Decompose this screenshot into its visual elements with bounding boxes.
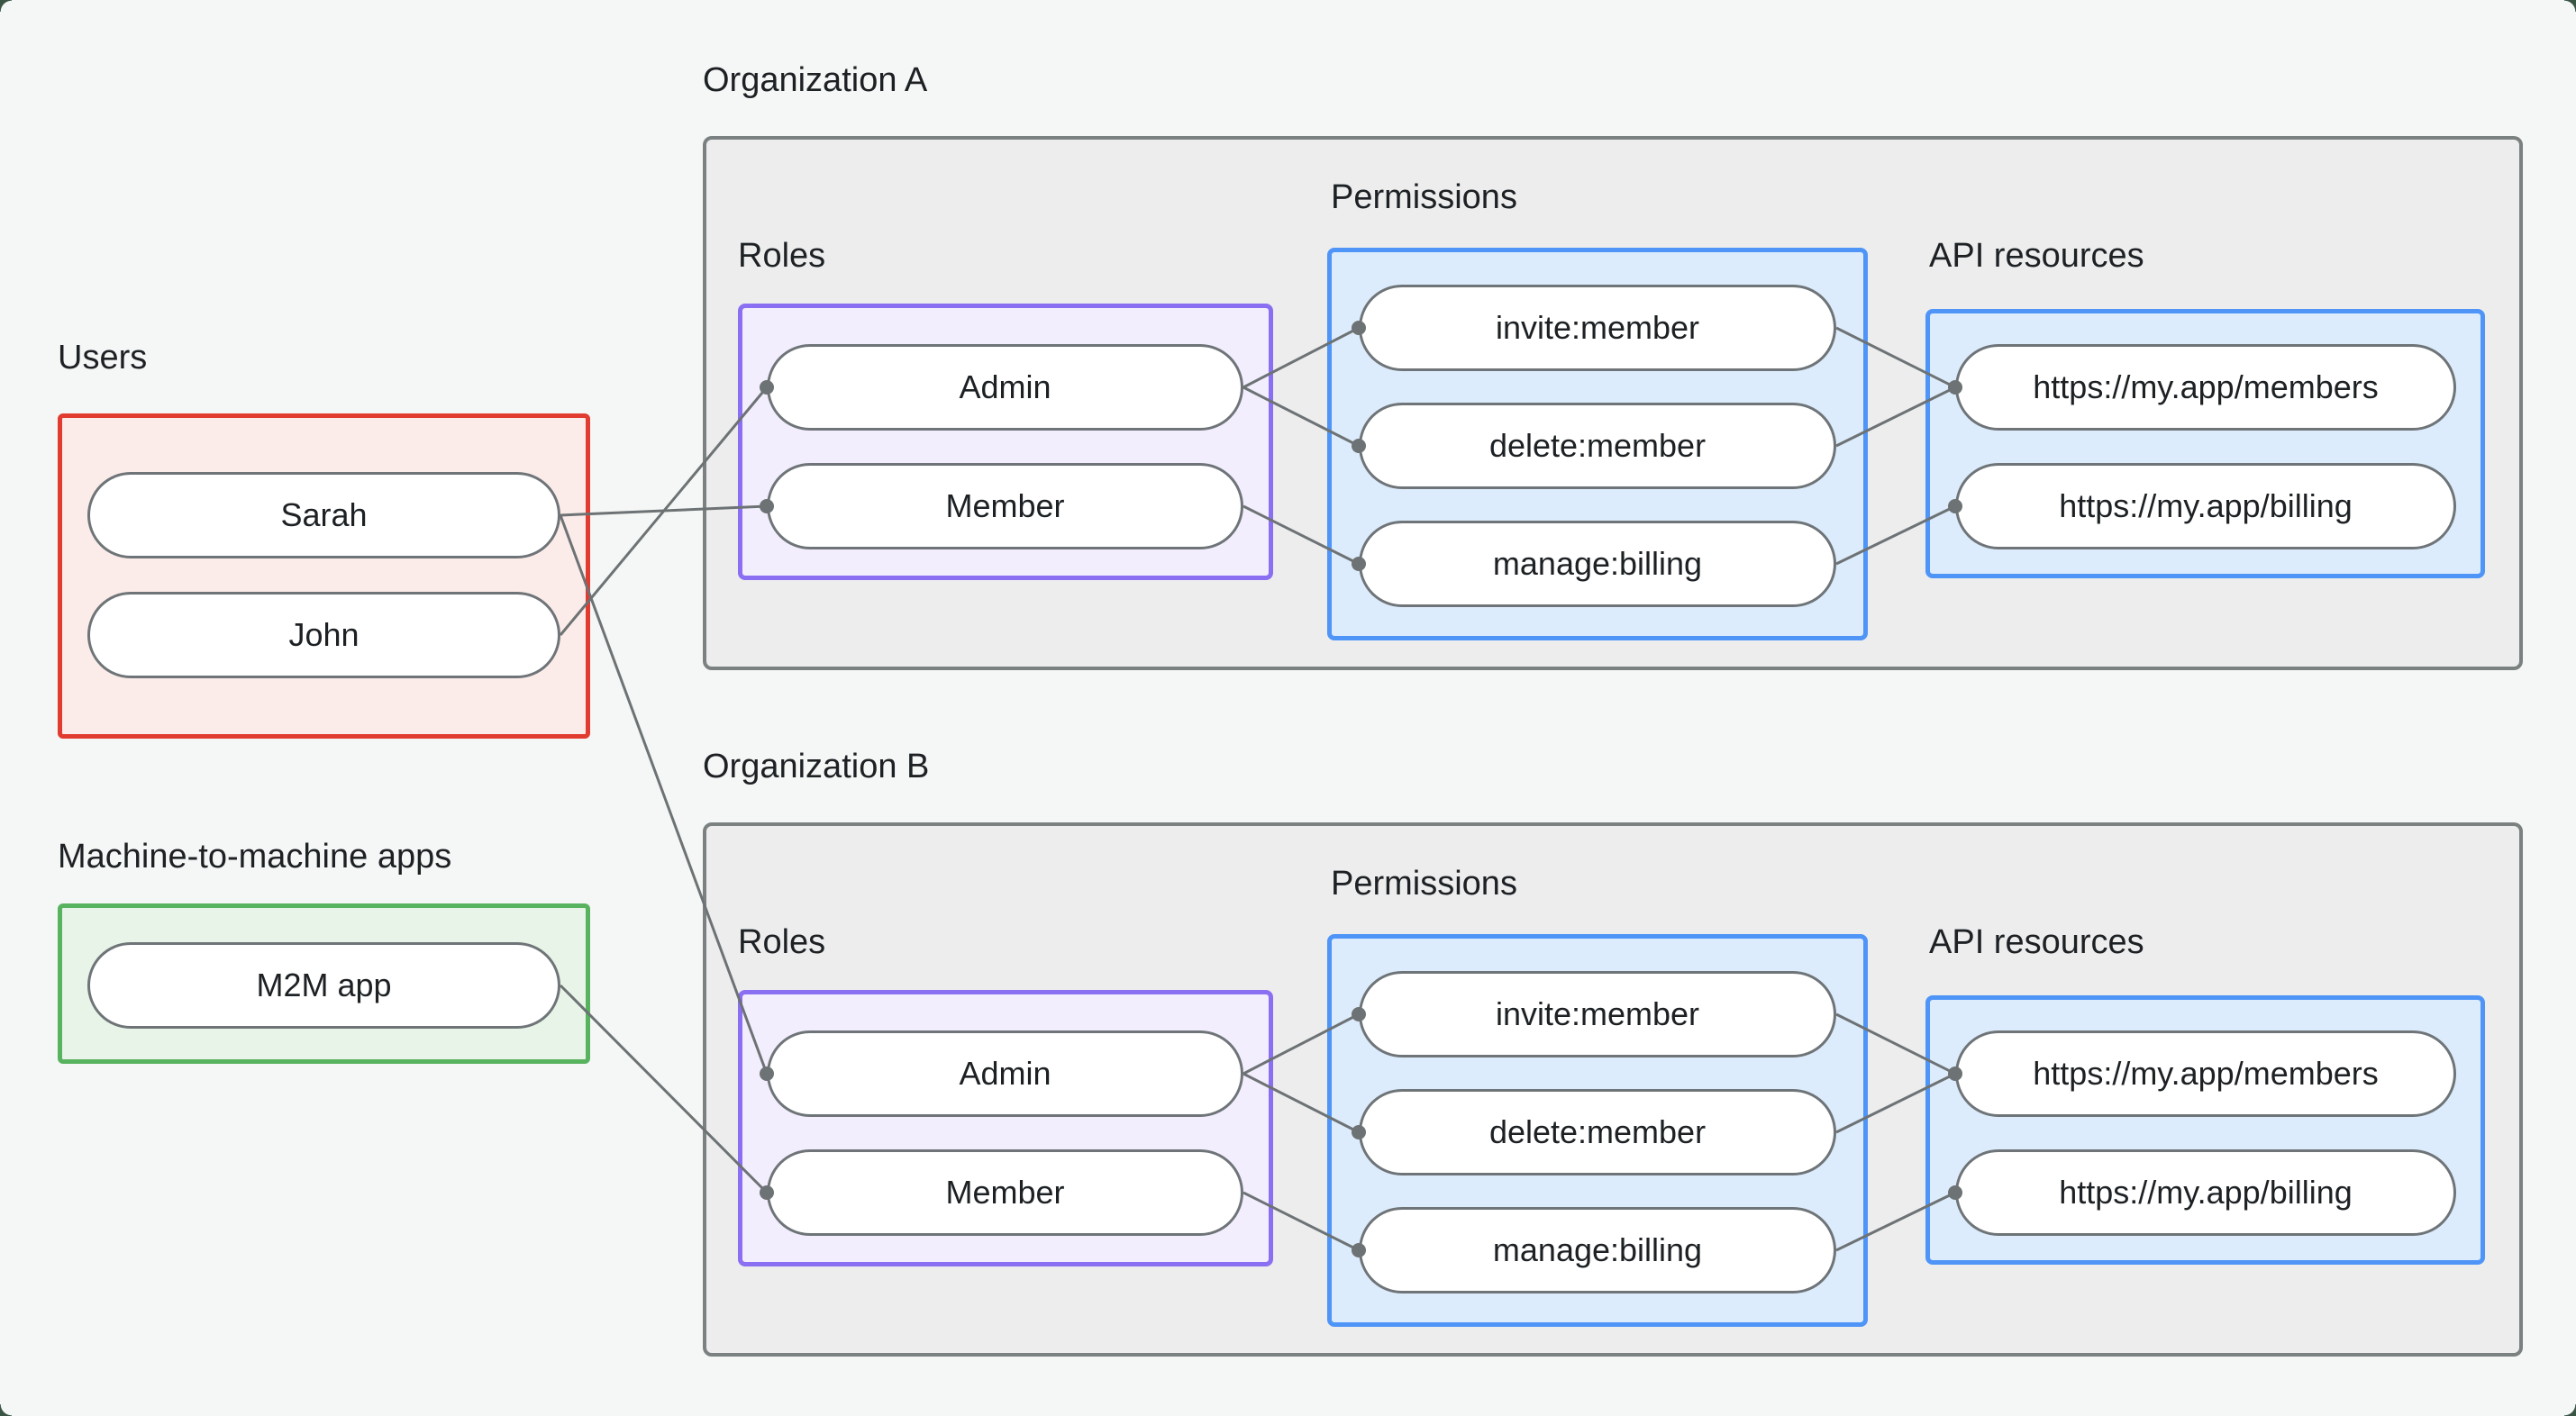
users-group-label: Users (58, 339, 148, 377)
node-orga-api-billing: https://my.app/billing (1955, 463, 2456, 549)
users-group-box (58, 413, 590, 739)
node-orga-role-member: Member (767, 463, 1243, 549)
org-a-roles-label: Roles (738, 237, 826, 275)
corner-mark-top-right (2564, 0, 2576, 12)
node-orga-perm-delete: delete:member (1359, 403, 1836, 489)
node-orga-perm-manage: manage:billing (1359, 521, 1836, 607)
org-a-permissions-label: Permissions (1331, 178, 1517, 216)
org-a-api-resources-label: API resources (1929, 237, 2144, 275)
org-b-permissions-label: Permissions (1331, 865, 1517, 903)
node-orgb-api-members: https://my.app/members (1955, 1030, 2456, 1117)
corner-mark-top-left (0, 0, 12, 12)
node-m2m-app: M2M app (87, 942, 560, 1029)
node-orga-api-members: https://my.app/members (1955, 344, 2456, 431)
corner-mark-bottom-right (2564, 1404, 2576, 1416)
node-orgb-perm-invite: invite:member (1359, 971, 1836, 1057)
org-a-label: Organization A (703, 61, 928, 99)
node-orga-role-admin: Admin (767, 344, 1243, 431)
node-orgb-perm-manage: manage:billing (1359, 1207, 1836, 1293)
node-orgb-role-admin: Admin (767, 1030, 1243, 1117)
m2m-group-label: Machine-to-machine apps (58, 838, 452, 876)
node-orgb-role-member: Member (767, 1149, 1243, 1236)
corner-mark-bottom-left (0, 1404, 12, 1416)
org-b-label: Organization B (703, 748, 930, 785)
node-user-john: John (87, 592, 560, 678)
org-b-roles-label: Roles (738, 923, 826, 961)
node-orgb-api-billing: https://my.app/billing (1955, 1149, 2456, 1236)
node-user-sarah: Sarah (87, 472, 560, 558)
node-orgb-perm-delete: delete:member (1359, 1089, 1836, 1175)
org-b-api-resources-label: API resources (1929, 923, 2144, 961)
node-orga-perm-invite: invite:member (1359, 285, 1836, 371)
